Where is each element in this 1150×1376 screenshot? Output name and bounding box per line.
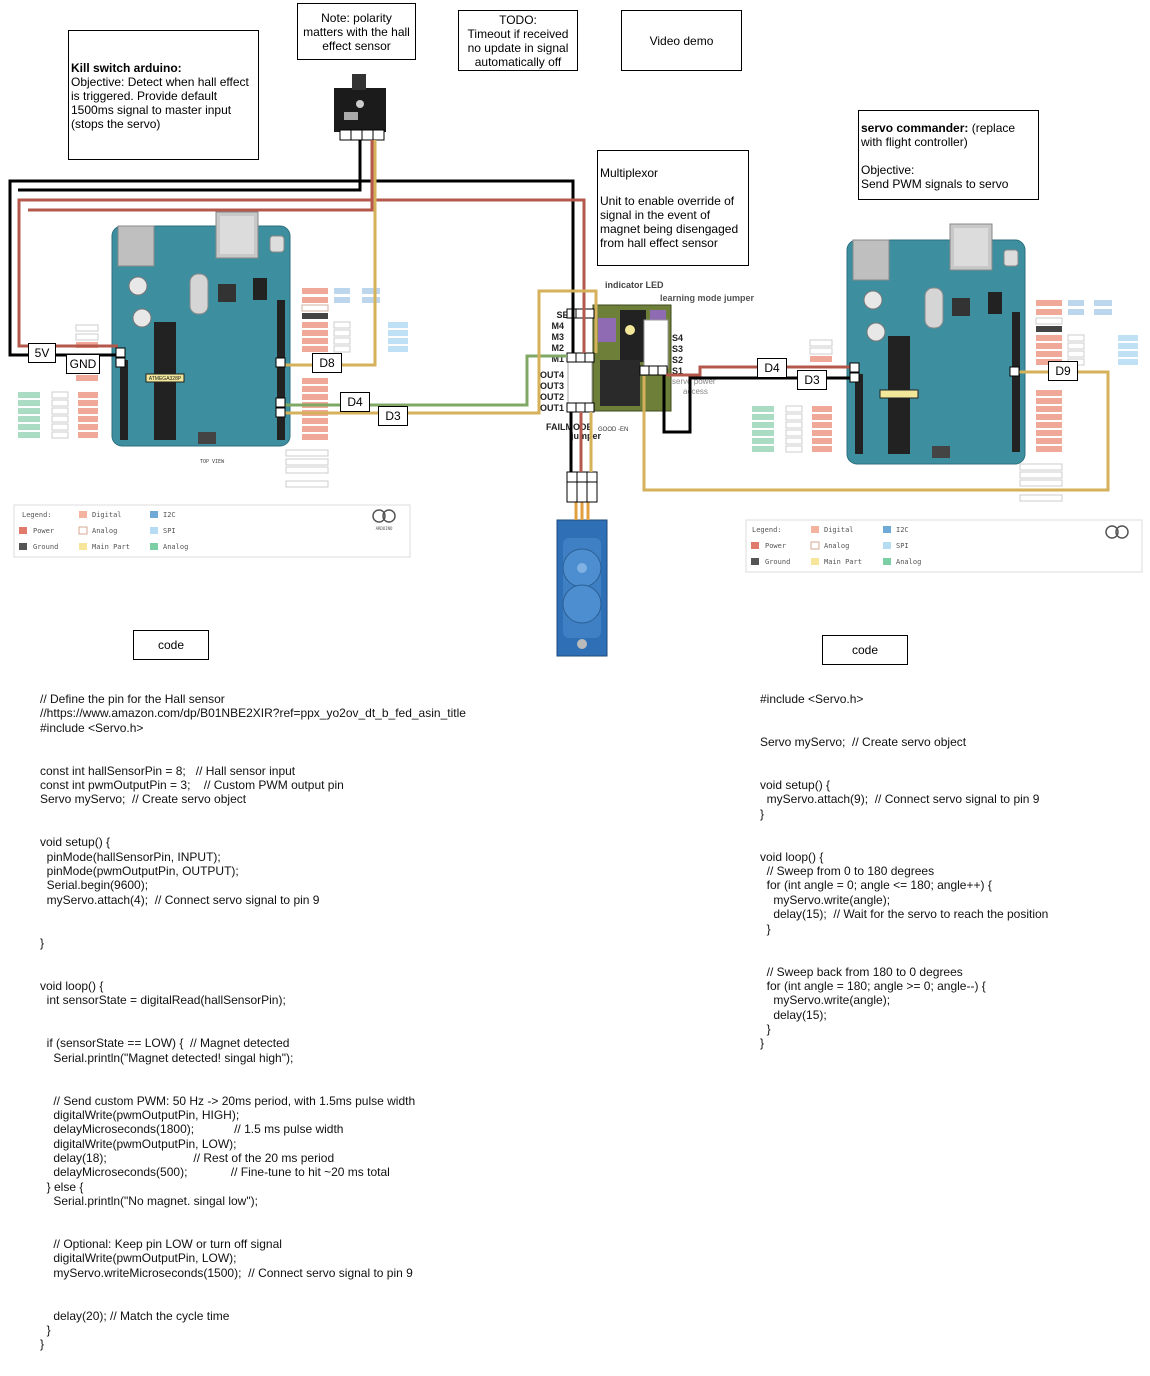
kill-switch-note: Kill switch arduino: Objective: Detect w… [68,30,259,160]
legend-spi: SPI [163,527,176,535]
legend-title: Legend: [22,511,52,519]
multiplexor-body: Unit to enable override of signal in the… [600,194,739,250]
mux-m4: M4 [551,321,564,331]
code-button-left-label: code [157,638,185,652]
mux-out2: OUT2 [540,392,564,402]
mux-jumper: jumper [570,431,602,441]
hall-effect-sensor [334,74,386,141]
left-pin-labels [18,288,408,488]
legend-analog-2: Analog [163,543,188,551]
legend-title: Legend: [752,526,782,534]
legend-i2c: I2C [163,511,176,519]
legend-ground: Ground [33,543,58,551]
mux-failmode: FAILMODE [546,422,593,432]
right-legend: Legend: Digital I2C Power Analog SPI Gro… [745,519,1143,573]
polarity-note: Note: polarity matters with the hall eff… [297,3,416,60]
video-demo-label: Video demo [649,33,714,48]
code-button-left[interactable]: code [133,630,209,660]
todo-body: Timeout if received no update in signal … [467,26,569,69]
mux-access: access [683,387,708,396]
servo-commander-body: Objective: Send PWM signals to servo [861,163,1009,191]
kill-switch-title: Kill switch arduino: [71,61,182,75]
polarity-note-text: Note: polarity matters with the hall eff… [303,10,410,53]
code-button-right-label: code [851,643,879,657]
label-right-d3: D3 [797,370,827,390]
mux-m1: M1 [551,354,564,364]
legend-analog: Analog [92,527,117,535]
mux-s1: S1 [672,366,683,376]
mux-servo-power: servo power [672,377,716,386]
legend-digital: Digital [92,511,122,519]
legend-power: Power [765,542,786,550]
mux-out1: OUT1 [540,403,564,413]
label-right-d4: D4 [757,358,787,378]
legend-ground: Ground [765,558,790,566]
arduino-brand: ARDUINO [376,526,393,531]
mux-s3: S3 [672,344,683,354]
header-pins [115,347,1020,418]
left-arduino-board: ATMEGA328P TOP VIEW [111,211,291,465]
todo-title: TODO: [499,12,537,27]
mux-out3: OUT3 [540,381,564,391]
mux-s4: S4 [672,333,683,343]
code-listing-left: // Define the pin for the Hall sensor //… [40,692,466,1352]
mux-out4: OUT4 [540,370,564,380]
label-left-d3: D3 [378,406,408,426]
multiplexor-board: SEL M4 M3 M2 M1 OUT4 OUT3 OUT2 OUT1 S4 S… [540,280,755,441]
legend-spi: SPI [896,542,909,550]
mux-learning-mode: learning mode jumper [660,293,755,303]
mux-m2: M2 [551,343,564,353]
todo-note: TODO: Timeout if received no update in s… [458,10,578,71]
mux-s2: S2 [672,355,683,365]
right-pin-labels [752,300,1138,502]
code-listing-right: #include <Servo.h> Servo myServo; // Cre… [760,692,1049,1051]
video-demo-button[interactable]: Video demo [621,10,742,71]
label-left-d4: D4 [340,392,370,412]
mux-sel: SEL [556,310,574,320]
mux-good-en: GOOD -EN [598,427,628,433]
servo-commander-note: servo commander: (replace with flight co… [858,110,1039,200]
multiplexor-title: Multiplexor [600,166,659,180]
label-right-d9: D9 [1048,361,1078,381]
right-arduino-board [846,223,1026,465]
code-button-right[interactable]: code [822,635,908,665]
left-legend: Legend: Digital I2C Power Analog SPI Gro… [13,504,411,558]
legend-i2c: I2C [896,526,909,534]
legend-power: Power [33,527,54,535]
legend-digital: Digital [824,526,854,534]
servo-commander-title-suffix: (replace with flight controller) [861,121,1016,149]
mux-indicator-led: indicator LED [605,280,664,290]
legend-main-part: Main Part [824,558,862,566]
legend-analog: Analog [824,542,849,550]
legend-analog-2: Analog [896,558,921,566]
mux-m3: M3 [551,332,564,342]
legend-main-part: Main Part [92,543,130,551]
label-5v: 5V [28,343,56,363]
top-view-label: TOP VIEW [200,459,225,465]
servo-motor [556,471,608,657]
label-gnd: GND [66,354,100,374]
kill-switch-body: Objective: Detect when hall effect is tr… [71,75,249,131]
servo-commander-title: servo commander: [861,121,969,135]
label-left-d8: D8 [312,353,342,373]
multiplexor-note: Multiplexor Unit to enable override of s… [597,150,749,266]
atmega-label: ATMEGA328P [149,376,182,382]
